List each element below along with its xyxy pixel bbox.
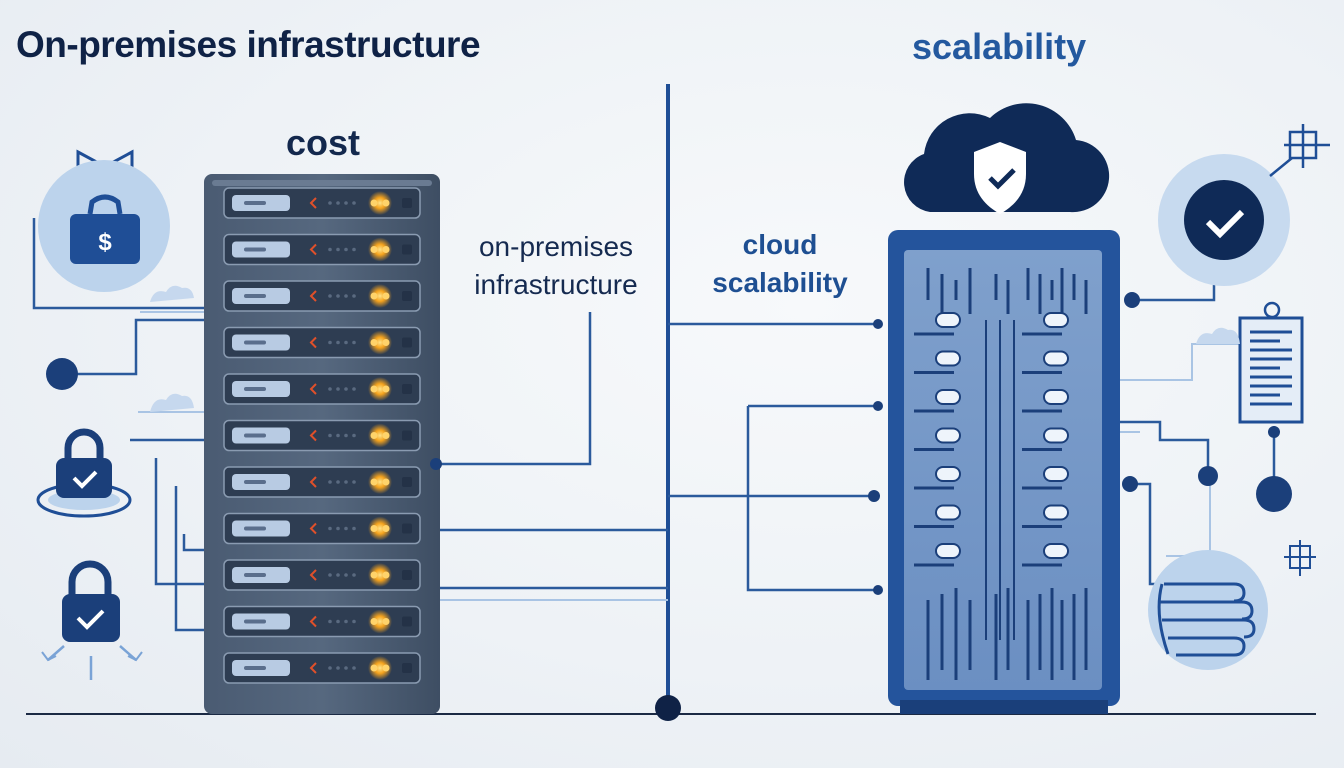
title-left: On-premises infrastructure <box>16 24 481 65</box>
rack-units <box>223 187 421 684</box>
cloud-server-bars <box>914 268 1088 680</box>
small-cloud-icon <box>1196 327 1240 344</box>
status-led <box>368 284 392 308</box>
status-led <box>368 237 392 262</box>
crosshair-icon <box>1284 124 1330 168</box>
rack-unit <box>223 605 421 638</box>
status-led <box>368 191 392 215</box>
status-led <box>368 330 392 355</box>
padlock-check-icon <box>41 560 143 680</box>
rack-unit <box>223 233 421 266</box>
rack-unit <box>223 280 421 312</box>
cloud-scalability-label: cloud scalability <box>712 229 848 298</box>
document-panel-icon <box>1238 301 1304 424</box>
small-cloud-icon <box>150 285 194 412</box>
status-led <box>368 656 392 680</box>
status-led <box>368 609 392 634</box>
rack-unit <box>223 512 421 545</box>
status-led <box>368 516 392 541</box>
status-led <box>368 470 392 494</box>
server-node-dots <box>430 292 1292 595</box>
checkmark-circle-icon <box>1158 154 1293 286</box>
onprem-label: on-premises infrastructure <box>474 231 638 300</box>
node-dot <box>46 358 78 390</box>
rack-unit <box>223 187 421 219</box>
hand-icon <box>1148 550 1268 670</box>
money-bag-icon: $ <box>38 160 170 292</box>
status-led <box>368 377 392 401</box>
rack-unit <box>223 326 421 359</box>
svg-text:$: $ <box>98 229 112 256</box>
rack-unit <box>223 466 421 498</box>
rack-unit <box>223 652 421 684</box>
right-connector-light <box>1120 343 1240 557</box>
crosshair-icon <box>1284 540 1316 576</box>
status-led <box>368 563 392 587</box>
rack-unit <box>223 373 421 405</box>
rack-unit <box>223 419 421 452</box>
center-divider <box>655 84 681 721</box>
left-connectors <box>32 218 878 632</box>
status-led <box>368 423 392 448</box>
title-right: scalability <box>912 26 1087 67</box>
cloud-shield-icon <box>904 103 1110 214</box>
padlock-check-icon <box>36 428 132 518</box>
rack-unit <box>223 559 421 591</box>
cost-label: cost <box>286 122 361 163</box>
